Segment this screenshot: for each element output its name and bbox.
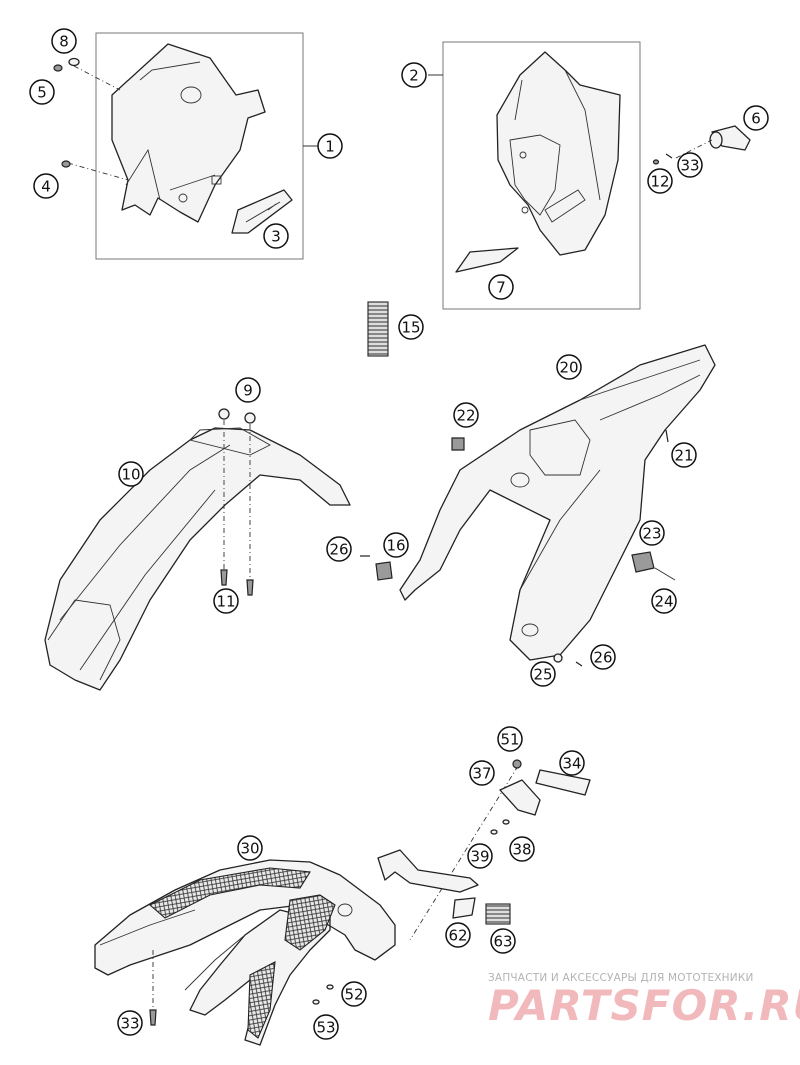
callout-9: 9 <box>235 377 261 403</box>
callout-23: 23 <box>639 520 665 546</box>
callout-label: 4 <box>41 178 51 196</box>
callout-6: 6 <box>743 105 769 131</box>
sticker-7 <box>455 247 519 273</box>
headlight-mask <box>111 43 266 223</box>
callout-10: 10 <box>118 461 144 487</box>
frame-part-2 <box>442 41 641 310</box>
callout-label: 3 <box>271 228 281 246</box>
callout-7: 7 <box>488 274 514 300</box>
callout-label: 53 <box>316 1019 335 1037</box>
callout-label: 24 <box>654 593 673 611</box>
watermark-logo: PARTSFOR.RU <box>488 981 800 1030</box>
callout-30: 30 <box>237 835 263 861</box>
callout-33: 33 <box>117 1010 143 1036</box>
callout-label: 15 <box>401 319 420 337</box>
rear-fender <box>399 344 716 661</box>
callout-12: 12 <box>647 168 673 194</box>
callout-24: 24 <box>651 588 677 614</box>
screw-icon <box>53 57 80 168</box>
callout-label: 39 <box>470 848 489 866</box>
vent-strip <box>367 301 389 357</box>
callout-label: 2 <box>409 67 419 85</box>
callout-label: 6 <box>751 110 761 128</box>
callout-label: 26 <box>593 649 612 667</box>
front-number-plate <box>496 51 621 256</box>
callout-label: 34 <box>562 755 581 773</box>
callout-label: 16 <box>386 537 405 555</box>
callout-label: 30 <box>240 840 259 858</box>
callout-15: 15 <box>398 314 424 340</box>
callout-3: 3 <box>263 223 289 249</box>
callout-label: 63 <box>493 933 512 951</box>
callout-16: 16 <box>383 532 409 558</box>
callout-label: 62 <box>448 927 467 945</box>
callout-label: 52 <box>344 986 363 1004</box>
callout-26: 26 <box>326 536 352 562</box>
callout-label: 8 <box>59 33 69 51</box>
callout-39: 39 <box>467 843 493 869</box>
watermark-subtitle: ЗАПЧАСТИ И АКСЕССУАРЫ ДЛЯ МОТОТЕХНИКИ <box>488 972 754 984</box>
mount-bracket <box>709 125 751 151</box>
callout-37: 37 <box>469 760 495 786</box>
callout-2: 2 <box>401 62 427 88</box>
callout-label: 37 <box>472 765 491 783</box>
callout-label: 33 <box>120 1015 139 1033</box>
callout-21: 21 <box>671 442 697 468</box>
callout-38: 38 <box>509 836 535 862</box>
callout-label: 38 <box>512 841 531 859</box>
callout-51: 51 <box>497 726 523 752</box>
callout-label: 7 <box>496 279 506 297</box>
callout-label: 26 <box>329 541 348 559</box>
callout-5: 5 <box>29 79 55 105</box>
callout-25: 25 <box>530 661 556 687</box>
callout-label: 12 <box>650 173 669 191</box>
callout-1: 1 <box>317 133 343 159</box>
front-fender <box>44 427 351 691</box>
callout-label: 20 <box>559 359 578 377</box>
callout-52: 52 <box>341 981 367 1007</box>
rear-bracket-62 <box>377 849 479 919</box>
callout-label: 10 <box>121 466 140 484</box>
callout-34: 34 <box>559 750 585 776</box>
plate-holder <box>490 759 591 835</box>
callout-label: 23 <box>642 525 661 543</box>
callout-22: 22 <box>453 402 479 428</box>
reflector-63 <box>485 903 511 925</box>
callout-62: 62 <box>445 922 471 948</box>
watermark: ЗАПЧАСТИ И АКСЕССУАРЫ ДЛЯ МОТОТЕХНИКИ PA… <box>488 972 800 1030</box>
callout-label: 22 <box>456 407 475 425</box>
callout-63: 63 <box>490 928 516 954</box>
number-plate-small <box>231 189 293 234</box>
callout-label: 9 <box>243 382 253 400</box>
callout-label: 5 <box>37 84 47 102</box>
callout-8: 8 <box>51 28 77 54</box>
callout-26: 26 <box>590 644 616 670</box>
rear-side-panels <box>94 859 396 1046</box>
callout-label: 25 <box>533 666 552 684</box>
callout-33: 33 <box>677 152 703 178</box>
callout-label: 21 <box>674 447 693 465</box>
callout-53: 53 <box>313 1014 339 1040</box>
callout-label: 11 <box>216 593 235 611</box>
callout-11: 11 <box>213 588 239 614</box>
callout-label: 51 <box>500 731 519 749</box>
callout-layer: 8 5 4 1 3 2 7 6 33 12 15 9 10 11 20 22 21 26 16 23 24 25 26 51 3… <box>29 28 769 1040</box>
callout-20: 20 <box>556 354 582 380</box>
callout-label: 33 <box>680 157 699 175</box>
callout-label: 1 <box>325 138 335 156</box>
callout-4: 4 <box>33 173 59 199</box>
